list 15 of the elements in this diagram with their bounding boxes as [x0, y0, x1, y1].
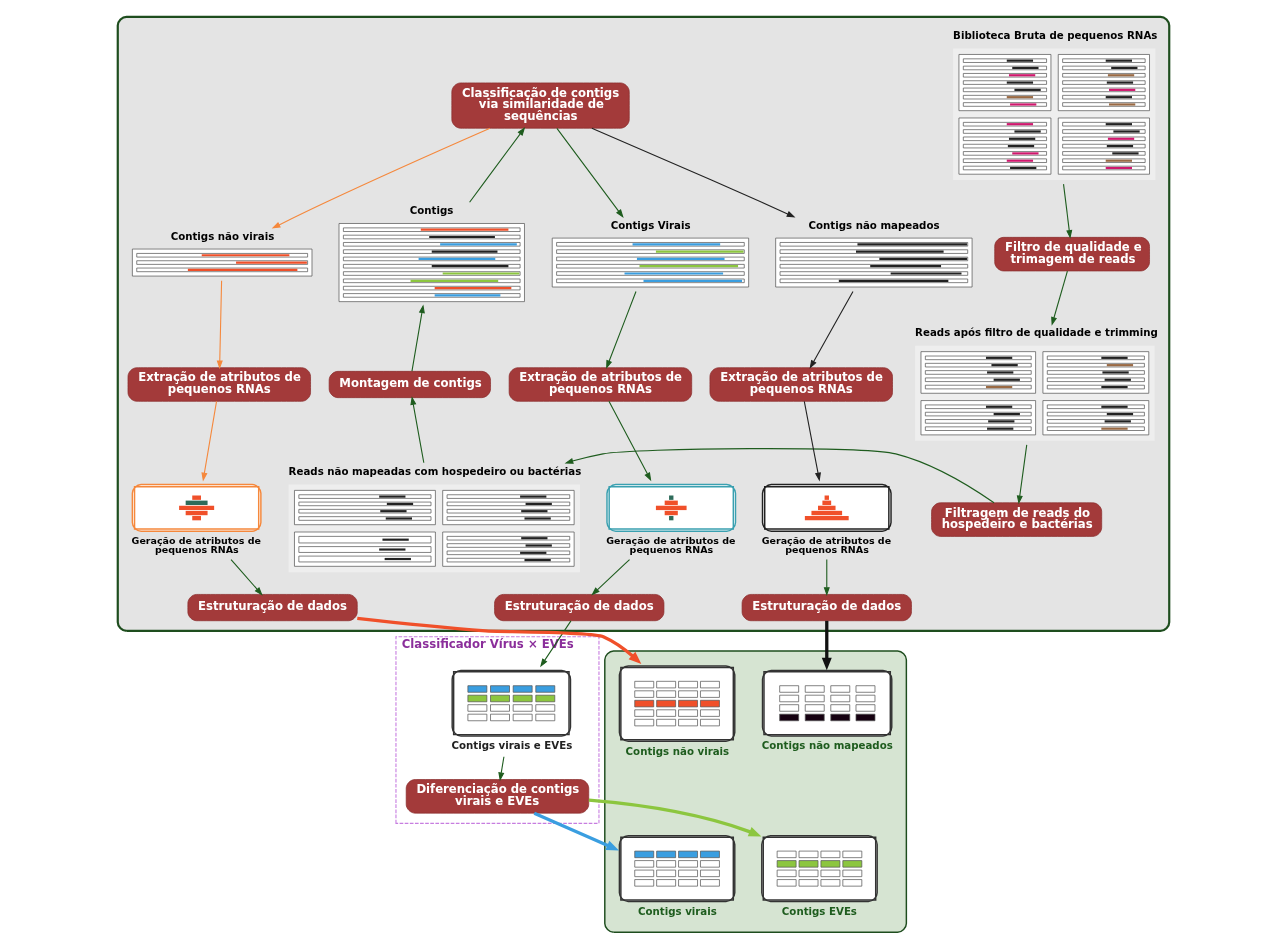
node-label: Contigs virais e EVEs — [451, 740, 573, 752]
node-label: Biblioteca Bruta de pequenos RNAs — [953, 30, 1158, 42]
node-label: Reads não mapeadas com hospedeiro ou bactérias — [288, 466, 582, 478]
node-label: Contigs não virais — [170, 230, 275, 242]
node-label: Contigs EVEs — [781, 905, 857, 917]
node-label: Reads após filtro de qualidade e trimming — [915, 327, 1158, 339]
node-label: Geração de atributos de pequenos RNAs — [131, 534, 261, 556]
node-label: Contigs não mapeados — [761, 740, 893, 752]
node-label: Geração de atributos de pequenos RNAs — [761, 534, 892, 556]
node-label: Contigs virais — [638, 905, 717, 917]
node-label: Contigs — [409, 205, 454, 217]
node-label: Contigs não virais — [625, 745, 730, 757]
node-label: Contigs não mapeados — [808, 219, 940, 231]
node-label: Geração de atributos de pequenos RNAs — [606, 534, 736, 556]
node-label: Contigs Virais — [610, 219, 691, 231]
